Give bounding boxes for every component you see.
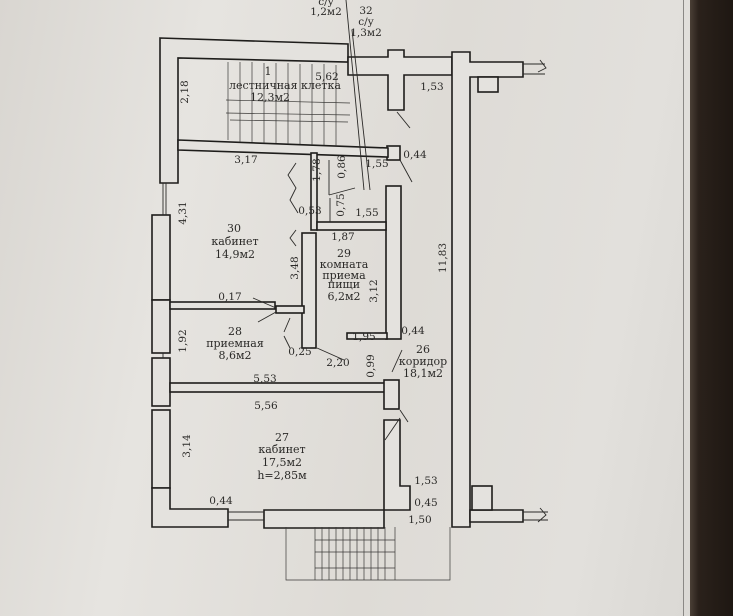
outer-walls	[151, 37, 411, 529]
room-29-name-2: приема	[322, 269, 366, 282]
dim-room28-right: 2,20	[326, 357, 349, 369]
room-label-31: с/у 1,2м2	[310, 0, 342, 18]
room-1-area: 12,3м2	[250, 91, 290, 104]
room-label-29: 29 комната приема пищи 6,2м2	[320, 247, 369, 303]
room-label-1: 1 лестничная клетка 12,3м2	[229, 65, 341, 104]
room-1-id: 1	[265, 65, 272, 78]
door-swings	[252, 111, 413, 441]
room-label-26: 26 коридор 18,1м2	[399, 343, 447, 380]
room-30-id: 30	[227, 222, 241, 235]
dim-room30-height: 4,31	[177, 201, 189, 224]
room-1-name: лестничная клетка	[229, 79, 341, 92]
dim-stair-length: 5,62	[315, 71, 338, 83]
room-28-area: 8,6м2	[218, 349, 251, 362]
room-32-name: с/у	[358, 16, 374, 28]
dim-room29-top: 1,87	[331, 231, 354, 243]
room-29-name-3: пищи	[328, 278, 360, 291]
room-31-name: с/у	[318, 0, 334, 8]
desk-background	[690, 0, 733, 616]
room-32-area: 1,3м2	[350, 27, 382, 39]
dim-stair-width: 2,18	[179, 80, 191, 103]
dim-top-right: 1,53	[420, 81, 443, 93]
dim-room30-top: 3,17	[234, 154, 257, 166]
room-29-area: 6,2м2	[327, 290, 360, 303]
dim-wc-right: 0,44	[403, 149, 427, 161]
dim-room27-top: 5,56	[254, 400, 278, 412]
interior-walls	[169, 139, 400, 410]
room-26-id: 26	[416, 343, 430, 356]
dim-room29-bottom: 1,95	[352, 331, 375, 343]
dim-wc-top-1-55: 1,55	[365, 158, 388, 170]
dim-room29-right: 3,12	[368, 279, 380, 302]
room-31-area: 1,2м2	[310, 6, 342, 18]
dim-exit-0-45: 0,45	[414, 497, 437, 509]
dim-gap-0-53: 0,53	[298, 205, 321, 217]
dim-corridor-length: 11,83	[437, 243, 449, 273]
dim-room28-bottom: 5,53	[253, 373, 276, 385]
dim-room27-height: 3,14	[181, 434, 193, 458]
room-28-id: 28	[228, 325, 242, 338]
dim-wc-bottom-1-55: 1,55	[355, 207, 378, 219]
dim-exit-1-50: 1,50	[408, 514, 431, 526]
room-26-area: 18,1м2	[403, 367, 443, 380]
dim-wc-0-75: 0,75	[335, 193, 347, 216]
room-28-name: приемная	[206, 337, 264, 350]
dim-room27-wall: 0,44	[209, 495, 233, 507]
dim-room29-left: 3,48	[289, 256, 301, 279]
dim-wall-0-17: 0,17	[218, 291, 241, 303]
dim-wc-0-86: 0,86	[336, 155, 348, 179]
room-label-27: 27 кабинет 17,5м2 h=2,85м	[257, 431, 307, 482]
dim-door-0-25: 0,25	[288, 346, 311, 358]
dim-room28-height: 1,92	[177, 329, 189, 352]
room-26-name: коридор	[399, 355, 447, 368]
dimensions: 2,18 5,62 1,53 0,44 3,17 1,78 0,86 1,55 …	[177, 71, 449, 526]
room-29-name-1: комната	[320, 258, 369, 271]
room-27-height: h=2,85м	[257, 469, 307, 482]
room-27-area: 17,5м2	[262, 456, 302, 469]
room-30-name: кабинет	[211, 235, 258, 248]
paper-edge	[683, 0, 684, 616]
room-label-30: 30 кабинет 14,9м2	[211, 222, 258, 261]
room-label-28: 28 приемная 8,6м2	[206, 325, 264, 362]
corridor-walls	[347, 49, 548, 528]
room-label-32: 32 с/у 1,3м2	[350, 5, 382, 39]
stairwell-top	[225, 0, 371, 191]
stairwell-bottom	[285, 527, 451, 581]
room-27-name: кабинет	[258, 443, 305, 456]
room-32-id: 32	[359, 5, 372, 17]
dim-partition-1-78: 1,78	[311, 158, 323, 181]
dim-door-0-99: 0,99	[365, 354, 377, 377]
dim-exit-1-53: 1,53	[414, 475, 437, 487]
dim-corridor-wall: 0,44	[401, 325, 425, 337]
room-29-id: 29	[337, 247, 351, 260]
room-30-area: 14,9м2	[215, 248, 255, 261]
room-27-id: 27	[275, 431, 289, 444]
